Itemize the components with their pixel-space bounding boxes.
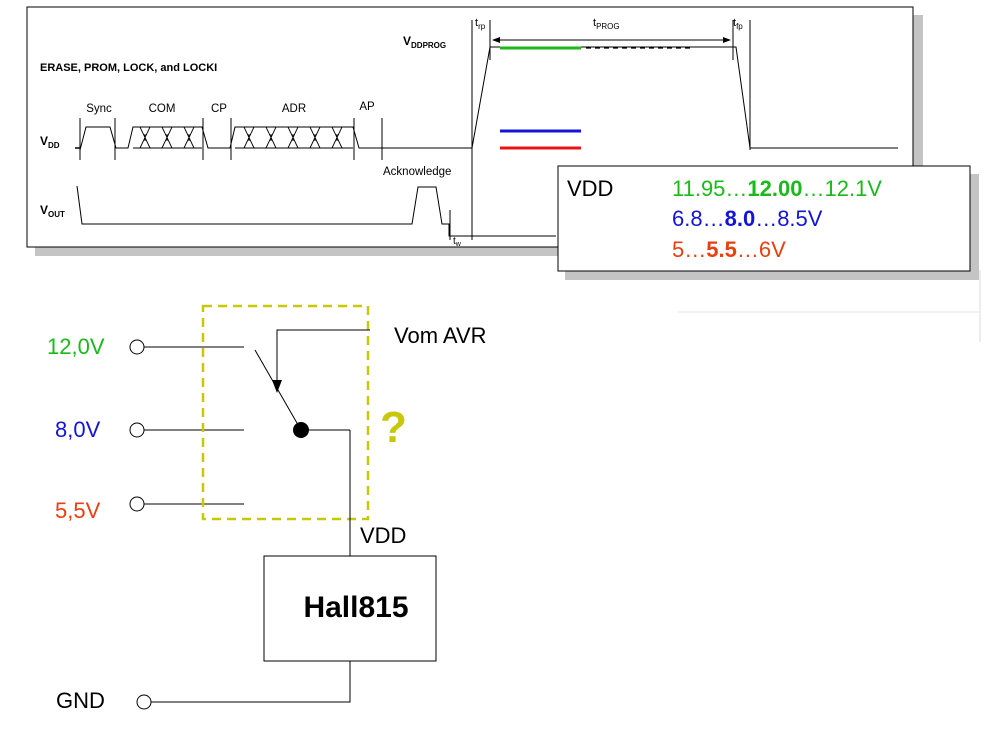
- tprog-arrowhead-left: [492, 37, 500, 43]
- tprog-label: tPROG: [593, 17, 620, 31]
- gnd-wire: [151, 661, 351, 703]
- control-wire: [276, 329, 370, 385]
- switch-boundary: [201, 304, 370, 521]
- tprog-arrowhead-right: [723, 37, 731, 43]
- phase-label-ap: AP: [359, 101, 375, 113]
- hall815-chip: [263, 555, 437, 662]
- vdd-callout: VDD 11.95…12.00…12.1V 6.8…8.0…8.5V 5…5.5…: [557, 165, 979, 280]
- control-label: Vom AVR: [394, 323, 487, 348]
- phase-boundaries: [79, 118, 383, 160]
- vddprog-label: VDDPROG: [403, 34, 446, 50]
- vout-waveform: [76, 185, 556, 237]
- terminal-5v5: [129, 496, 145, 512]
- timing-title: ERASE, PROM, LOCK, and LOCKI: [40, 62, 217, 74]
- callout-row-5v5: 5…5.5…6V: [672, 237, 786, 262]
- acknowledge-label: Acknowledge: [383, 166, 451, 178]
- trp-label: trp: [475, 17, 486, 31]
- schematic: 12,0V 8,0V 5,5V Vom AVR ? VDD Hall815 GN…: [47, 304, 487, 713]
- input-label-12v: 12,0V: [47, 334, 105, 359]
- tw-label: tw: [453, 236, 462, 248]
- phase-label-com: COM: [149, 103, 176, 115]
- data-transitions: [139, 126, 343, 149]
- phase-label-cp: CP: [211, 103, 227, 115]
- terminal-8v: [129, 422, 145, 438]
- timing-diagram: ERASE, PROM, LOCK, and LOCKI Sync COM CP…: [26, 6, 923, 256]
- input-label-8v: 8,0V: [55, 417, 101, 442]
- question-mark: ?: [380, 403, 407, 452]
- vout-signal-label: VOUT: [40, 203, 65, 219]
- terminal-12v: [129, 339, 145, 355]
- control-arrowhead: [272, 380, 282, 393]
- vdd-signal-label: VDD: [40, 134, 60, 150]
- callout-row-12v: 11.95…12.00…12.1V: [672, 176, 882, 201]
- input-label-5v5: 5,5V: [55, 498, 101, 523]
- phase-label-adr: ADR: [282, 103, 306, 115]
- callout-vdd-label: VDD: [567, 176, 613, 201]
- vdd-pin-label: VDD: [360, 523, 406, 548]
- callout-box: [557, 165, 971, 272]
- gnd-label: GND: [56, 688, 105, 713]
- callout-row-8v: 6.8…8.0…8.5V: [672, 206, 823, 231]
- terminal-gnd: [136, 694, 152, 710]
- tfp-label: tfp: [733, 17, 743, 31]
- chip-label: Hall815: [303, 591, 408, 624]
- switch-pivot: [293, 422, 309, 438]
- phase-label-sync: Sync: [86, 103, 112, 115]
